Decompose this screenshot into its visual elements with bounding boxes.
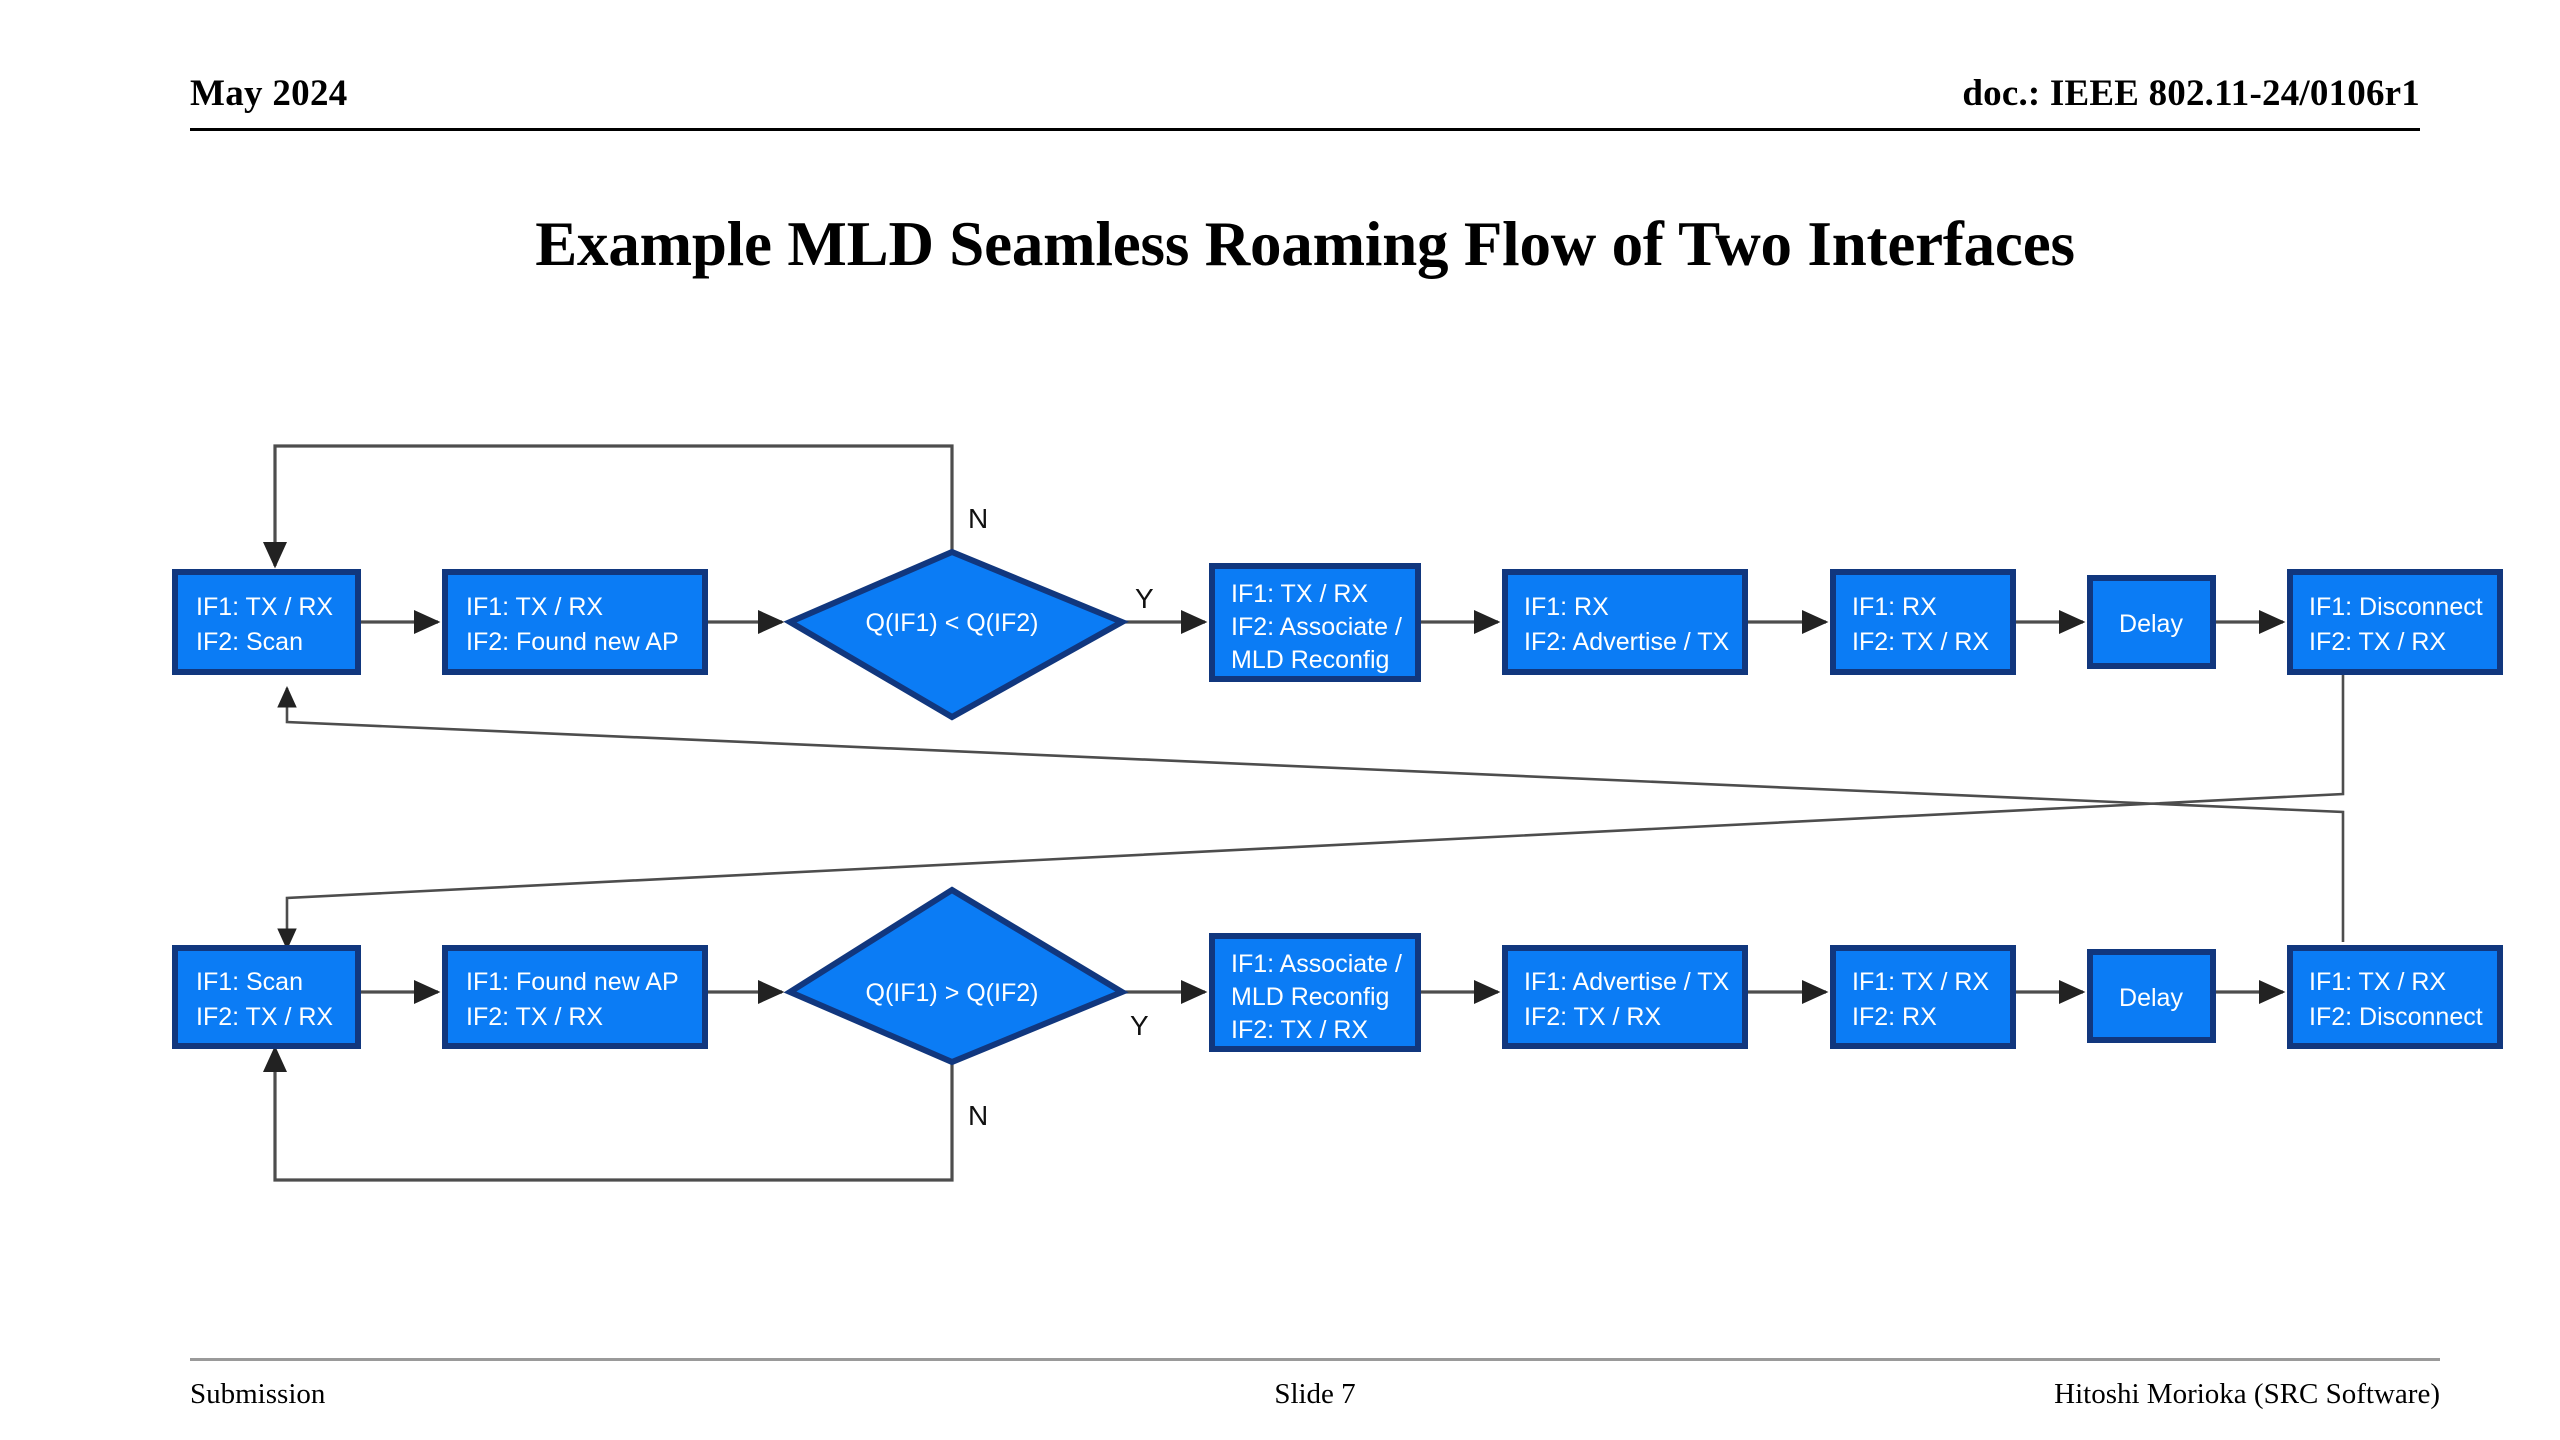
row-2-nodes: IF1: Scan IF2: TX / RX IF1: Found new AP… [172,886,2503,1131]
node-if1-rx-if2-advertise-tx[interactable]: IF1: RX IF2: Advertise / TX [1502,569,1748,675]
node-label-line: MLD Reconfig [1231,646,1389,674]
footer-slide-number: Slide 7 [1274,1378,1356,1410]
node-label-line: IF1: TX / RX [1852,968,1989,996]
node-if1-txrx-if2-rx[interactable]: IF1: TX / RX IF2: RX [1830,945,2016,1049]
node-label-line: IF1: TX / RX [466,593,603,621]
node-label-line: IF2: Advertise / TX [1524,628,1730,656]
node-label-line: IF1: Found new AP [466,968,679,996]
node-delay-row-2[interactable]: Delay [2087,949,2216,1043]
node-label-line: IF1: Advertise / TX [1524,968,1730,996]
node-if1-rx-if2-txrx[interactable]: IF1: RX IF2: TX / RX [1830,569,2016,675]
node-label-line: Delay [2119,984,2183,1012]
node-label-line: IF1: Associate / [1231,950,1402,978]
row-1-connectors [263,444,2286,634]
header-divider [190,128,2420,131]
node-if1-scan-if2-txrx[interactable]: IF1: Scan IF2: TX / RX [172,945,361,1049]
node-if1-associate-mld-reconfig-if2-txrx[interactable]: IF1: Associate / MLD Reconfig IF2: TX / … [1209,933,1421,1052]
row-1-nodes: IF1: TX / RX IF2: Scan IF1: TX / RX IF2:… [172,503,2503,721]
node-delay-row-1[interactable]: Delay [2087,575,2216,669]
node-if1-disconnect-if2-txrx[interactable]: IF1: Disconnect IF2: TX / RX [2287,569,2503,675]
node-label-line: IF1: RX [1524,593,1609,621]
page-title: Example MLD Seamless Roaming Flow of Two… [535,209,2075,279]
edge-label-yes-row-1: Y [1135,583,1154,614]
node-label-line: IF1: Disconnect [2309,593,2483,621]
node-label-line: Q(IF1) > Q(IF2) [866,979,1039,1007]
node-if1-txrx-if2-associate-mld-reconfig[interactable]: IF1: TX / RX IF2: Associate / MLD Reconf… [1209,563,1421,682]
node-label-line: Delay [2119,610,2183,638]
node-label-line: IF1: TX / RX [196,593,333,621]
slide-footer: Submission Slide 7 Hitoshi Morioka (SRC … [190,1378,2440,1418]
node-label-line: IF2: RX [1852,1003,1937,1031]
footer-divider [190,1358,2440,1361]
edge-label-yes-row-2: Y [1130,1010,1149,1041]
header-date: May 2024 [190,73,348,114]
slide-header: May 2024 doc.: IEEE 802.11-24/0106r1 [190,72,2420,124]
node-label-line: IF1: Scan [196,968,303,996]
node-if1-txrx-if2-scan[interactable]: IF1: TX / RX IF2: Scan [172,569,361,675]
node-label-line: IF2: TX / RX [196,1003,333,1031]
header-document-number: doc.: IEEE 802.11-24/0106r1 [1962,73,2420,114]
node-label-line: IF2: Associate / [1231,613,1402,641]
node-label-line: IF1: TX / RX [2309,968,2446,996]
node-if1-txrx-if2-found-new-ap[interactable]: IF1: TX / RX IF2: Found new AP [442,569,708,675]
node-label-line: IF2: TX / RX [466,1003,603,1031]
node-label-line: IF2: Found new AP [466,628,679,656]
edge-label-no-row-1: N [968,503,988,534]
node-label-line: MLD Reconfig [1231,983,1389,1011]
row-2-connectors [263,980,2286,1182]
node-label-line: IF2: TX / RX [1524,1003,1661,1031]
node-decision-q-if1-greater-than-q-if2[interactable]: Q(IF1) > Q(IF2) [783,886,1129,1066]
cross-row-connectors [277,672,2345,950]
node-label-line: IF2: TX / RX [1852,628,1989,656]
footer-submission-label: Submission [190,1378,326,1410]
node-if1-found-new-ap-if2-txrx[interactable]: IF1: Found new AP IF2: TX / RX [442,945,708,1049]
node-label-line: IF2: TX / RX [2309,628,2446,656]
edge-label-no-row-2: N [968,1100,988,1131]
node-label-line: IF2: TX / RX [1231,1016,1368,1044]
node-if1-advertise-tx-if2-txrx[interactable]: IF1: Advertise / TX IF2: TX / RX [1502,945,1748,1049]
node-label-line: IF1: TX / RX [1231,580,1368,608]
node-label-line: IF1: RX [1852,593,1937,621]
footer-author: Hitoshi Morioka (SRC Software) [2054,1378,2440,1410]
node-label-line: IF2: Scan [196,628,303,656]
node-label-line: Q(IF1) < Q(IF2) [866,609,1039,637]
node-if1-txrx-if2-disconnect[interactable]: IF1: TX / RX IF2: Disconnect [2287,945,2503,1049]
node-label-line: IF2: Disconnect [2309,1003,2483,1031]
node-decision-q-if1-less-than-q-if2[interactable]: Q(IF1) < Q(IF2) [783,548,1129,721]
